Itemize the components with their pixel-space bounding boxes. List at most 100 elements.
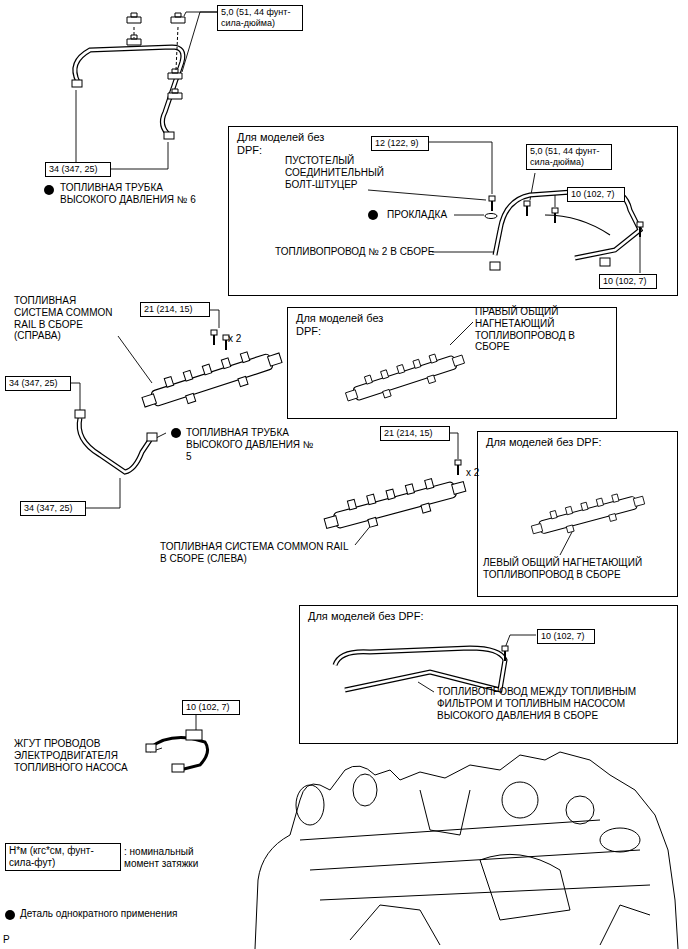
frame-heading: Для моделей без DPF: bbox=[237, 131, 337, 157]
torque-value: 10 (102, 7) bbox=[186, 702, 236, 713]
torque-value: 34 (347, 25) bbox=[9, 378, 67, 389]
pipe-5 bbox=[75, 410, 85, 418]
leader-lines bbox=[450, 433, 458, 459]
torque-box: 5,0 (51, 44 фунт-сила-дюйма) bbox=[526, 144, 612, 170]
pump-harness bbox=[146, 730, 208, 772]
part-name: ТОПЛИВОПРОВОД № 2 В СБОРЕ bbox=[275, 246, 435, 258]
pipe-2-assembly bbox=[524, 201, 530, 216]
leader-lines bbox=[111, 142, 168, 169]
model-variant-frame: Для моделей без DPF: 12 (122, 9) 5,0 (51, … bbox=[228, 126, 678, 296]
pipe-2-assembly bbox=[485, 190, 643, 270]
engine-outline bbox=[296, 785, 324, 825]
clamps bbox=[127, 13, 185, 99]
common-rail-left bbox=[321, 471, 468, 538]
pipe-5 bbox=[79, 418, 150, 472]
torque-value: 5,0 (51, 44 фунт-сила-дюйма) bbox=[530, 146, 608, 168]
pump-harness bbox=[186, 730, 202, 740]
quantity-note: x 2 bbox=[228, 333, 252, 345]
engine-outline bbox=[350, 905, 650, 945]
torque-box: 10 (102, 7) bbox=[599, 274, 657, 289]
filter-to-pump-pipe bbox=[335, 646, 508, 690]
engine-outline bbox=[353, 774, 377, 806]
part-name: ЛЕВЫЙ ОБЩИЙ НАГНЕТАЮЩИЙ ТОПЛИВОПРОВОД В … bbox=[483, 557, 673, 581]
common-rail-right bbox=[139, 343, 286, 417]
part-name: ПУСТОТЕЛЫЙ СОЕДИНИТЕЛЬНЫЙ БОЛТ-ШТУЦЕР bbox=[285, 155, 385, 190]
leader-lines bbox=[86, 478, 120, 508]
engine-outline bbox=[420, 790, 570, 920]
torque-box: 34 (347, 25) bbox=[45, 162, 111, 177]
leader-lines bbox=[418, 682, 434, 692]
engine-outline bbox=[255, 752, 678, 949]
leader-lines bbox=[182, 12, 217, 72]
engine-outline bbox=[502, 782, 538, 818]
filter-to-pump-pipe bbox=[335, 648, 505, 690]
pump-harness bbox=[146, 744, 156, 752]
quantity-note: x 2 bbox=[466, 467, 490, 479]
engine-outline bbox=[255, 752, 678, 949]
leader-lines bbox=[118, 336, 152, 383]
torque-value: 21 (214, 15) bbox=[144, 304, 206, 315]
single-use-marks bbox=[171, 428, 181, 438]
common-rail-left bbox=[455, 460, 461, 475]
clamps bbox=[176, 27, 178, 70]
part-name: P bbox=[3, 934, 17, 946]
torque-value: 34 (347, 25) bbox=[24, 503, 82, 514]
leader-lines bbox=[432, 252, 494, 253]
leader-lines bbox=[640, 234, 641, 273]
engine-outline bbox=[566, 796, 594, 824]
pipe-2-assembly bbox=[489, 196, 495, 211]
common-rail-right bbox=[211, 330, 217, 345]
leader-lines bbox=[368, 190, 486, 200]
filter-to-pump-pipe bbox=[502, 646, 508, 661]
pipe-5 bbox=[147, 433, 157, 441]
torque-value: 5,0 (51, 44 фунт-сила-дюйма) bbox=[221, 7, 299, 29]
part-name: ТОПЛИВНАЯ СИСТЕМА COMMON RAIL В СБОРЕ (С… bbox=[160, 541, 352, 565]
right-delivery-pipe bbox=[343, 346, 468, 409]
torque-value: 12 (122, 9) bbox=[375, 138, 425, 149]
leader-lines bbox=[210, 310, 219, 328]
leader-lines bbox=[71, 12, 640, 752]
leader-lines bbox=[505, 635, 536, 648]
pipe-6 bbox=[72, 80, 82, 87]
model-variant-frame: Для моделей без DPF: bbox=[287, 307, 617, 419]
frame-heading: Для моделей без DPF: bbox=[296, 312, 396, 338]
common-rail-right bbox=[139, 330, 286, 417]
torque-box: 34 (347, 25) bbox=[20, 501, 86, 516]
pipe-6 bbox=[75, 47, 183, 136]
legend-text: Деталь однократного применения bbox=[20, 908, 240, 920]
part-name: ТОПЛИВНАЯ ТРУБКА ВЫСОКОГО ДАВЛЕНИЯ № 6 bbox=[60, 182, 200, 206]
leader-lines bbox=[184, 12, 217, 16]
leader-lines bbox=[560, 532, 572, 555]
torque-value: 10 (102, 7) bbox=[571, 189, 621, 200]
clamps bbox=[168, 89, 182, 99]
part-name: : номинальный момент затяжки bbox=[124, 846, 224, 870]
clamps bbox=[134, 27, 135, 38]
pipe-2-assembly bbox=[637, 222, 643, 237]
torque-box: 12 (122, 9) bbox=[371, 136, 429, 151]
torque-value: 21 (214, 15) bbox=[384, 428, 446, 439]
pipe-2-assembly bbox=[485, 214, 497, 219]
leader-lines bbox=[450, 322, 473, 345]
torque-box: 5,0 (51, 44 фунт-сила-дюйма) bbox=[217, 5, 303, 31]
torque-box: Н*м (кгс*см, фунт-сила-фут) bbox=[5, 843, 121, 871]
leader-lines bbox=[454, 215, 484, 216]
clamps bbox=[171, 13, 185, 23]
left-delivery-pipe bbox=[529, 488, 647, 542]
part-name: ПРОКЛАДКА bbox=[387, 209, 457, 221]
part-name: ПРАВЫЙ ОБЩИЙ НАГНЕТАЮЩИЙ ТОПЛИВОПРОВОД В… bbox=[475, 306, 587, 353]
common-rail-left bbox=[321, 460, 468, 538]
torque-value: 34 (347, 25) bbox=[49, 164, 107, 175]
torque-box: 10 (102, 7) bbox=[537, 629, 595, 644]
part-name: ТОПЛИВОПРОВОД МЕЖДУ ТОПЛИВНЫМ ФИЛЬТРОМ И… bbox=[437, 686, 669, 721]
torque-box: 21 (214, 15) bbox=[140, 302, 210, 317]
single-use-marks bbox=[44, 185, 54, 195]
pipe-6 bbox=[164, 132, 174, 139]
model-variant-frame: Для моделей без DPF: 10 (102, 7) bbox=[299, 605, 678, 744]
pipe-2-assembly bbox=[490, 262, 500, 270]
pipe-2-assembly bbox=[552, 208, 558, 223]
frame-heading: Для моделей без DPF: bbox=[308, 610, 508, 623]
clamps bbox=[127, 35, 141, 45]
legend-swatch bbox=[5, 910, 15, 920]
